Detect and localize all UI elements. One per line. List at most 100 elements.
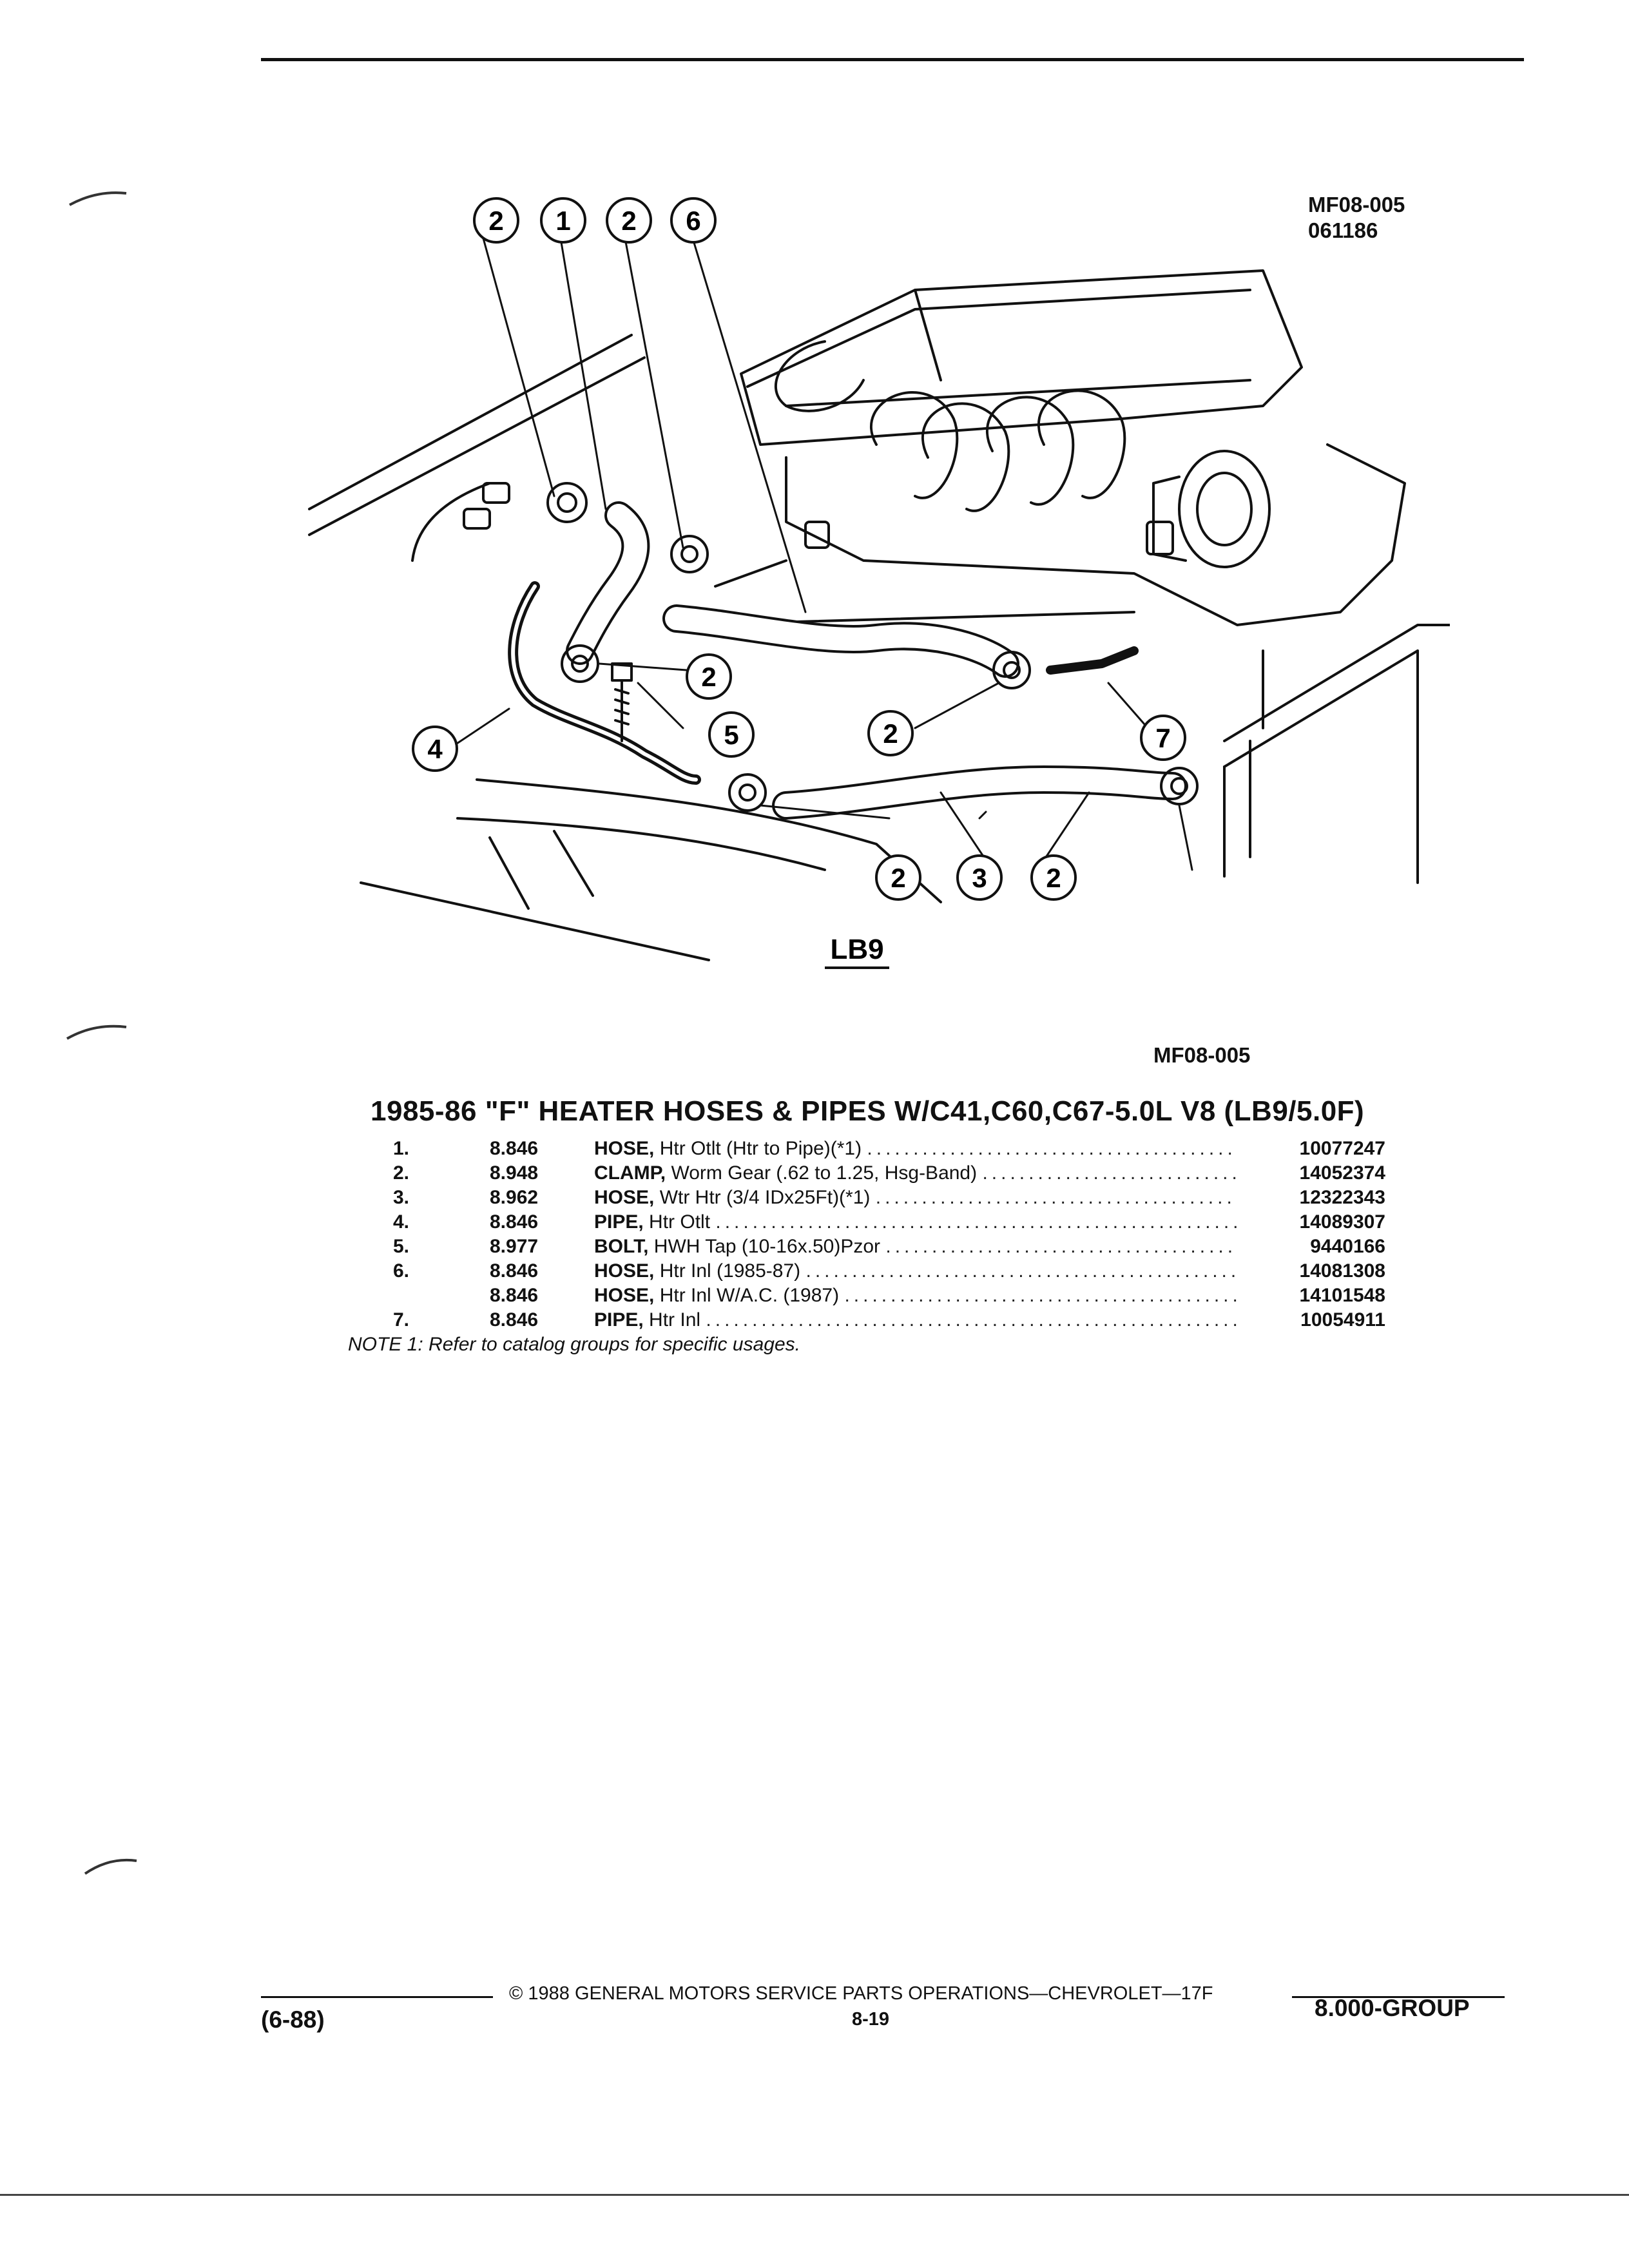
svg-text:2: 2 [891, 863, 905, 893]
callout-7: 7 [1140, 715, 1186, 761]
clamp [728, 773, 767, 812]
group-number: 8.977 [490, 1236, 539, 1257]
clamp [1160, 767, 1199, 805]
part-number: 10077247 [1299, 1138, 1385, 1159]
clamp [561, 644, 599, 683]
svg-text:5: 5 [724, 720, 738, 750]
heater-inlet-pipe [1046, 646, 1139, 675]
radiator [1223, 624, 1450, 884]
part-description: HOSE, Htr Inl (1985-87) ................… [594, 1260, 1237, 1282]
fender-line [308, 334, 633, 510]
callouts: 2 1 2 6 2 5 4 2 7 2 3 2 [412, 197, 1186, 901]
binder-mark [66, 1024, 127, 1040]
group-number: 8.846 [490, 1285, 539, 1306]
part-detail: Htr Otlt [649, 1211, 711, 1233]
parts-title: 1985-86 "F" HEATER HOSES & PIPES W/C41,C… [371, 1095, 1365, 1127]
item-number: 6. [393, 1260, 410, 1282]
part-name: HOSE, [594, 1138, 655, 1159]
binder-mark [69, 191, 127, 206]
svg-text:1: 1 [555, 206, 570, 236]
callout-2: 2 [473, 197, 519, 244]
part-detail: Worm Gear (.62 to 1.25, Hsg-Band) [671, 1162, 978, 1184]
part-name: PIPE, [594, 1309, 644, 1331]
svg-text:LB9: LB9 [830, 934, 883, 965]
part-detail: HWH Tap (10-16x.50)Pzor [653, 1236, 881, 1257]
group-number: 8.846 [490, 1309, 539, 1331]
part-name: HOSE, [594, 1260, 655, 1282]
part-description: HOSE, Htr Otlt (Htr to Pipe)(*1) .......… [594, 1138, 1237, 1160]
group-number: 8.846 [490, 1211, 539, 1233]
copyright-line: © 1988 GENERAL MOTORS SERVICE PARTS OPER… [509, 1983, 1213, 2004]
usage-note: NOTE 1: Refer to catalog groups for spec… [348, 1334, 800, 1355]
water-heater-hose-core [775, 768, 1184, 817]
clamp [546, 482, 588, 523]
leader-dots: ........................................… [706, 1309, 1237, 1331]
part-number: 9440166 [1310, 1236, 1385, 1257]
callout-6: 6 [670, 197, 717, 244]
part-number: 14052374 [1299, 1162, 1385, 1184]
part-number: 10054911 [1300, 1309, 1385, 1331]
svg-text:2: 2 [1046, 863, 1061, 893]
part-description: HOSE, Wtr Htr (3/4 IDx25Ft)(*1) ........… [594, 1187, 1237, 1209]
part-row: 2. 8.948 CLAMP, Worm Gear (.62 to 1.25, Hs… [393, 1162, 1385, 1187]
binder-mark [84, 1858, 137, 1875]
leader-dots: ........................................… [715, 1211, 1237, 1233]
callout-2: 2 [867, 710, 914, 756]
callout-2: 2 [875, 854, 921, 901]
group-number: 8.846 [490, 1260, 539, 1282]
leader-dots: ........................................… [844, 1285, 1237, 1306]
diagram-id: MF08-005 [1308, 193, 1405, 216]
part-row: 5. 8.977 BOLT, HWH Tap (10-16x.50)Pzor ...… [393, 1236, 1385, 1260]
svg-text:2: 2 [621, 206, 636, 236]
part-row: 7. 8.846 PIPE, Htr Inl ...................… [393, 1309, 1385, 1334]
engine-block [682, 443, 1406, 729]
part-row: 3. 8.962 HOSE, Wtr Htr (3/4 IDx25Ft)(*1) .… [393, 1187, 1385, 1211]
clamp [992, 651, 1031, 689]
heater-outlet-pipe-core [511, 584, 698, 782]
leader-dots: ........................................… [875, 1187, 1237, 1208]
revision-date: (6-88) [261, 2006, 325, 2033]
callout-3: 3 [956, 854, 1003, 901]
item-number: 3. [393, 1187, 410, 1208]
part-detail: Htr Inl [649, 1309, 701, 1331]
fitting [463, 482, 510, 530]
part-detail: Htr Otlt (Htr to Pipe)(*1) [659, 1138, 862, 1159]
leader-dots: ........................................… [982, 1162, 1237, 1184]
leader-dots: ........................................… [885, 1236, 1237, 1257]
callout-2: 2 [1030, 854, 1077, 901]
group-label: 8.000-GROUP [1315, 1995, 1470, 2021]
frame-rail [360, 778, 942, 961]
callout-2: 2 [686, 653, 732, 700]
part-description: CLAMP, Worm Gear (.62 to 1.25, Hsg-Band)… [594, 1162, 1237, 1184]
item-number: 7. [393, 1309, 410, 1331]
part-name: BOLT, [594, 1236, 649, 1257]
fitting [804, 521, 830, 549]
svg-text:6: 6 [686, 206, 700, 236]
heater-inlet-hose-core [665, 607, 1017, 675]
item-number: 5. [393, 1236, 410, 1257]
svg-text:2: 2 [701, 662, 716, 692]
part-number: 14081308 [1299, 1260, 1385, 1282]
item-number: 2. [393, 1162, 410, 1184]
group-number: 8.846 [490, 1138, 539, 1159]
leader-dots: ........................................… [867, 1138, 1237, 1159]
diagram-id-block: MF08-005 061186 [1308, 192, 1405, 244]
svg-text:2: 2 [488, 206, 503, 236]
heater-outlet-hose-core [568, 504, 648, 662]
fender-line [308, 356, 646, 536]
margin-marks [66, 191, 137, 1875]
group-number: 8.962 [490, 1187, 539, 1208]
diagram-date-code: 061186 [1308, 218, 1378, 242]
part-name: HOSE, [594, 1187, 655, 1208]
callout-4: 4 [412, 726, 458, 772]
svg-text:2: 2 [883, 718, 898, 749]
page-number: 8-19 [852, 2009, 890, 2030]
fitting [1146, 521, 1174, 555]
group-number: 8.948 [490, 1162, 539, 1184]
svg-text:3: 3 [972, 863, 987, 893]
footer-rule-left [261, 1996, 493, 1998]
svg-text:4: 4 [427, 734, 443, 764]
part-detail: Htr Inl W/A.C. (1987) [659, 1285, 840, 1306]
